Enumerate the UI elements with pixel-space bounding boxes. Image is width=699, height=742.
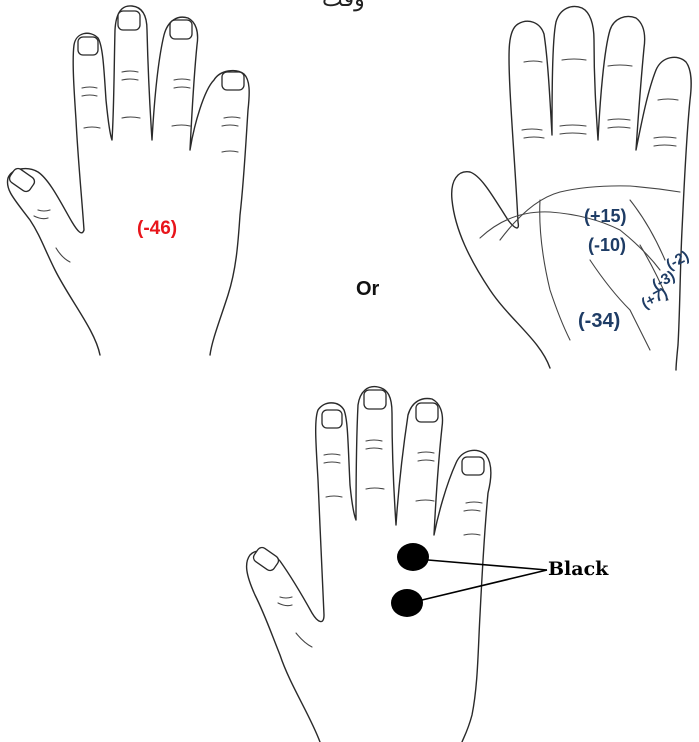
top-caption-fragment: وقت <box>322 0 365 12</box>
palm-label-minus-10: (-10) <box>588 235 627 255</box>
hand-palm-top-right <box>451 5 692 371</box>
hand-back-top-left <box>6 5 250 356</box>
black-marker-label: Black <box>548 558 609 580</box>
hand-back-bottom-center <box>245 385 492 742</box>
hand-back-value-label: (-46) <box>137 218 178 239</box>
palm-label-plus-15: (+15) <box>584 206 627 226</box>
palm-label-minus-34: (-34) <box>578 310 621 332</box>
or-separator: Or <box>356 278 380 300</box>
